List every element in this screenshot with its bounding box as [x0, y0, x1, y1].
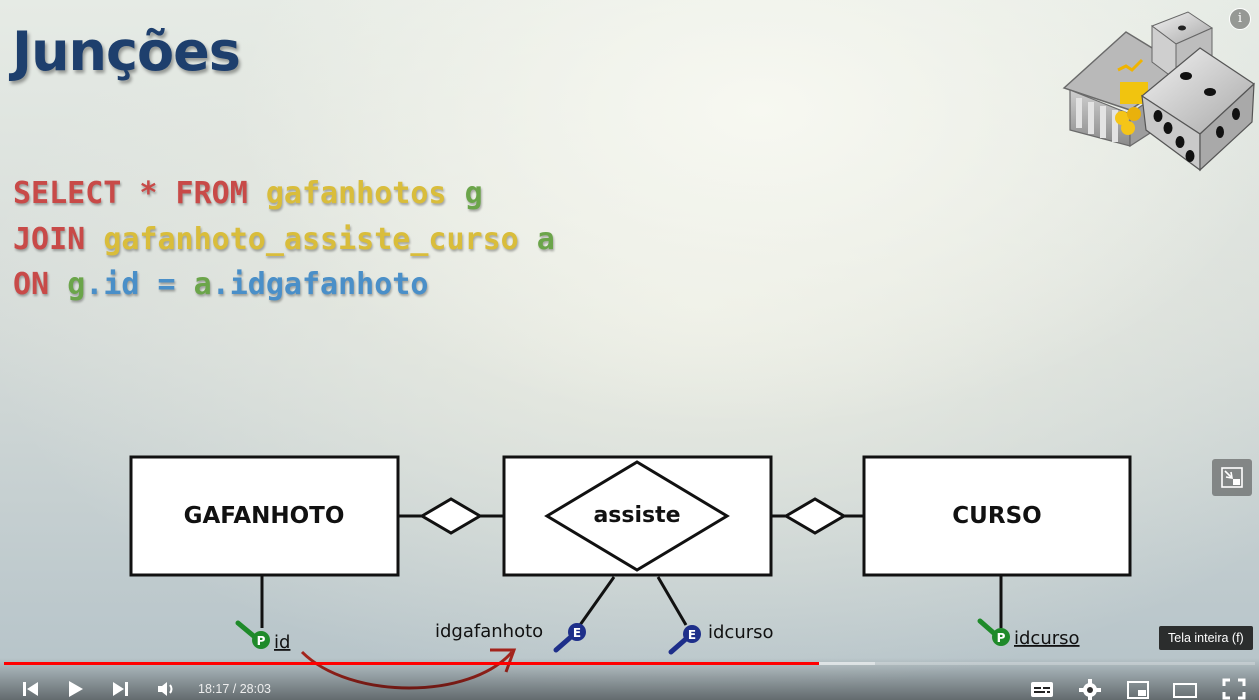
- next-icon[interactable]: [108, 678, 132, 700]
- sql-alias: a: [193, 267, 212, 302]
- entity-curso-box: [862, 455, 1132, 577]
- fullscreen-tooltip: Tela inteira (f): [1159, 626, 1253, 650]
- expand-icon[interactable]: [1212, 459, 1252, 496]
- sql-operator: =: [139, 267, 194, 302]
- relationship-label: assiste: [593, 503, 680, 528]
- foreign-key-badge: E: [573, 626, 581, 640]
- sql-line-on: ON g.id = a.idgafanhoto: [13, 267, 428, 302]
- sql-alias: g: [67, 267, 86, 302]
- sql-column: idgafanhoto: [229, 267, 429, 302]
- info-icon[interactable]: i: [1229, 8, 1251, 30]
- primary-key-badge: P: [997, 631, 1006, 645]
- fullscreen-icon[interactable]: [1222, 678, 1246, 700]
- miniplayer-icon[interactable]: [1126, 678, 1150, 700]
- settings-icon[interactable]: [1078, 678, 1102, 700]
- progress-played: [4, 662, 820, 665]
- attr-fk-idgafanhoto: idgafanhoto: [435, 621, 543, 642]
- sql-alias: g: [464, 176, 483, 211]
- foreign-key-icon: E: [553, 623, 586, 653]
- attr-curso-idcurso: idcurso: [1014, 628, 1080, 649]
- sql-keyword: ON: [13, 267, 68, 302]
- progress-bar[interactable]: [4, 662, 1255, 665]
- entity-gafanhoto-label: GAFANHOTO: [184, 503, 345, 529]
- sql-line-select: SELECT * FROM gafanhotos g: [13, 176, 483, 211]
- join-arrow: [300, 650, 514, 690]
- sql-table: gafanhoto_assiste_curso: [103, 222, 537, 257]
- attr-fk-idcurso: idcurso: [708, 622, 774, 643]
- sql-line-join: JOIN gafanhoto_assiste_curso a: [13, 222, 555, 257]
- cardinality-diamond-right: [783, 497, 847, 535]
- sql-dot: .: [211, 267, 230, 302]
- relationship-diamond: [544, 460, 730, 572]
- sql-alias: a: [536, 222, 555, 257]
- subtitles-icon[interactable]: [1030, 678, 1054, 700]
- play-icon[interactable]: [63, 678, 87, 700]
- entity-gafanhoto-box: [129, 455, 400, 577]
- bank-dice-logo: [1062, 11, 1255, 172]
- primary-key-icon: P: [977, 618, 1010, 646]
- sql-dot: .: [85, 267, 104, 302]
- theater-icon[interactable]: [1173, 678, 1197, 700]
- time-display: 18:17 / 28:03: [198, 682, 271, 696]
- primary-key-badge: P: [257, 634, 266, 648]
- attr-gafanhoto-id: id: [274, 632, 290, 653]
- cardinality-diamond-left: [419, 497, 483, 535]
- slide-title: Junções: [12, 20, 241, 83]
- sql-table: gafanhotos: [265, 176, 465, 211]
- foreign-key-badge: E: [688, 628, 696, 642]
- sql-keyword: JOIN: [13, 222, 104, 257]
- volume-icon[interactable]: [154, 678, 178, 700]
- foreign-key-icon: E: [668, 625, 701, 655]
- sql-column: id: [103, 267, 140, 302]
- sql-keyword: SELECT * FROM: [13, 176, 266, 211]
- primary-key-icon: P: [235, 620, 270, 649]
- entity-curso-label: CURSO: [952, 503, 1041, 529]
- previous-icon[interactable]: [19, 678, 43, 700]
